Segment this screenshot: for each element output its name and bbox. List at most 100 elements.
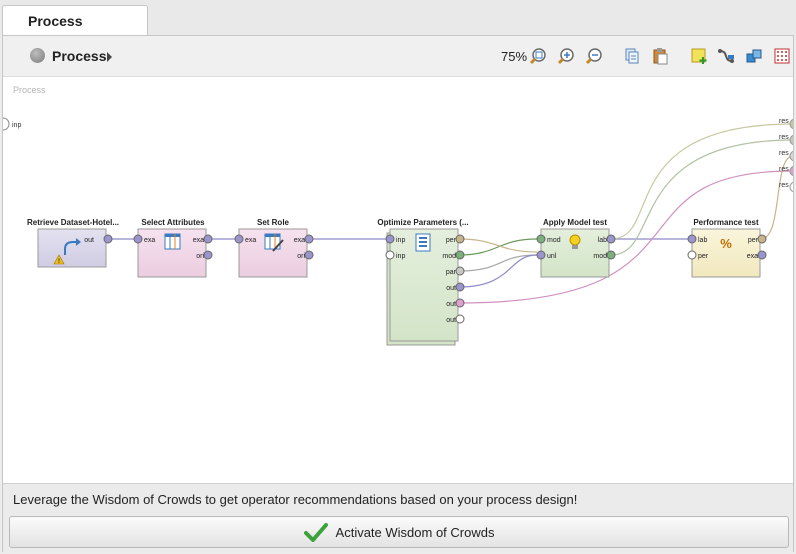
zoom-level: 75% bbox=[501, 49, 528, 64]
port-label: exa bbox=[144, 237, 155, 244]
table-icon bbox=[164, 233, 181, 250]
process-toolbar: Process 75% bbox=[3, 36, 793, 77]
wire-apply-mod-res bbox=[610, 139, 793, 256]
wire-apply-lab-res bbox=[610, 123, 793, 240]
port-label: exa bbox=[245, 237, 256, 244]
input-port bbox=[133, 234, 143, 244]
output-port bbox=[757, 234, 767, 244]
grid-icon[interactable] bbox=[772, 46, 792, 66]
wire-performance-res bbox=[760, 155, 793, 240]
tab-process[interactable]: Process bbox=[2, 5, 148, 36]
result-port-label: res bbox=[779, 182, 789, 189]
arrange-icon[interactable] bbox=[744, 46, 764, 66]
operator-performance[interactable]: Performance test % lab per per exa bbox=[687, 218, 767, 278]
process-panel: Process 75% Process bbox=[2, 35, 794, 552]
port-label: exa bbox=[294, 237, 305, 244]
output-port bbox=[455, 314, 465, 324]
output-port bbox=[455, 282, 465, 292]
zoom-fit-icon[interactable] bbox=[528, 46, 548, 66]
port-label: lab bbox=[698, 237, 707, 244]
result-port-label: res bbox=[779, 134, 789, 141]
port-label: ori bbox=[297, 253, 305, 260]
checkmark-icon bbox=[303, 523, 328, 542]
process-icon bbox=[30, 48, 45, 63]
parameters-icon bbox=[415, 233, 431, 252]
port-label: inp bbox=[396, 237, 405, 244]
output-port bbox=[757, 250, 767, 260]
operator-optimize-parameters[interactable]: Optimize Parameters (... inp inp per mod… bbox=[377, 218, 469, 346]
output-port bbox=[606, 250, 616, 260]
process-input-port bbox=[3, 117, 10, 131]
port-label: out bbox=[446, 301, 456, 308]
operator-set-role[interactable]: Set Role exa exa ori bbox=[234, 218, 314, 278]
port-label: exa bbox=[193, 237, 204, 244]
process-canvas[interactable]: Process bbox=[3, 77, 793, 483]
operator-title: Retrieve Dataset-Hotel... bbox=[27, 218, 119, 227]
result-port-label: res bbox=[779, 118, 789, 125]
percent-icon: % bbox=[720, 236, 732, 251]
result-port bbox=[789, 150, 793, 162]
operator-apply-model[interactable]: Apply Model test mod unl lab mod bbox=[536, 218, 616, 278]
port-label: mod bbox=[593, 253, 607, 260]
operator-title: Select Attributes bbox=[141, 218, 205, 227]
breadcrumb-arrow-icon[interactable] bbox=[107, 52, 112, 62]
input-port bbox=[385, 234, 395, 244]
result-port bbox=[789, 165, 793, 177]
wire-optimize-out-unl bbox=[458, 254, 538, 288]
port-label: unl bbox=[547, 253, 557, 260]
output-port bbox=[304, 250, 314, 260]
operator-title: Apply Model test bbox=[543, 218, 607, 227]
port-label: inp bbox=[396, 253, 405, 260]
connections bbox=[108, 123, 793, 304]
input-port bbox=[536, 250, 546, 260]
operator-retrieve[interactable]: Retrieve Dataset-Hotel... ! out bbox=[27, 218, 119, 268]
port-label: exa bbox=[747, 253, 758, 260]
output-port bbox=[203, 250, 213, 260]
port-label: out bbox=[446, 285, 456, 292]
activate-wisdom-label: Activate Wisdom of Crowds bbox=[335, 524, 495, 540]
process-graph: inp res res res res res Retrieve Dataset… bbox=[3, 117, 793, 346]
wire-optimize-per bbox=[458, 238, 538, 253]
tab-bar: Process bbox=[0, 0, 796, 36]
zoom-in-icon[interactable] bbox=[556, 46, 576, 66]
canvas-label: Process bbox=[13, 85, 46, 95]
result-ports: res res res res res bbox=[779, 118, 793, 193]
output-port bbox=[304, 234, 314, 244]
port-label: out bbox=[84, 237, 94, 244]
retrieve-icon bbox=[64, 241, 77, 255]
output-port bbox=[455, 298, 465, 308]
svg-text:!: ! bbox=[58, 259, 60, 265]
port-label: per bbox=[446, 237, 457, 244]
output-port bbox=[103, 234, 113, 244]
operator-title: Set Role bbox=[257, 218, 290, 227]
input-port bbox=[687, 250, 697, 260]
wire-optimize-par bbox=[458, 254, 538, 272]
zoom-out-icon[interactable] bbox=[584, 46, 604, 66]
output-port bbox=[606, 234, 616, 244]
port-label: mod bbox=[547, 237, 561, 244]
warning-icon bbox=[53, 254, 65, 265]
port-label: per bbox=[698, 253, 709, 260]
output-port bbox=[455, 234, 465, 244]
result-port bbox=[789, 181, 793, 193]
output-port bbox=[455, 266, 465, 276]
copy-icon[interactable] bbox=[622, 46, 642, 66]
port-label: per bbox=[748, 237, 759, 244]
paste-icon[interactable] bbox=[650, 46, 670, 66]
breadcrumb[interactable]: Process bbox=[52, 48, 107, 64]
process-input-port-label: inp bbox=[12, 122, 21, 129]
result-port bbox=[789, 134, 793, 146]
input-port bbox=[687, 234, 697, 244]
wisdom-of-crowds-bar: Leverage the Wisdom of Crowds to get ope… bbox=[3, 483, 793, 552]
output-port bbox=[203, 234, 213, 244]
operator-title: Optimize Parameters (... bbox=[377, 218, 468, 227]
auto-wire-icon[interactable] bbox=[716, 46, 736, 66]
port-label: lab bbox=[598, 237, 607, 244]
input-port bbox=[234, 234, 244, 244]
add-note-icon[interactable] bbox=[689, 46, 709, 66]
operator-select-attributes[interactable]: Select Attributes exa exa ori bbox=[133, 218, 213, 278]
activate-wisdom-button[interactable]: Activate Wisdom of Crowds bbox=[9, 516, 789, 548]
port-label: mod bbox=[442, 253, 456, 260]
result-port bbox=[789, 118, 793, 130]
result-port-label: res bbox=[779, 166, 789, 173]
